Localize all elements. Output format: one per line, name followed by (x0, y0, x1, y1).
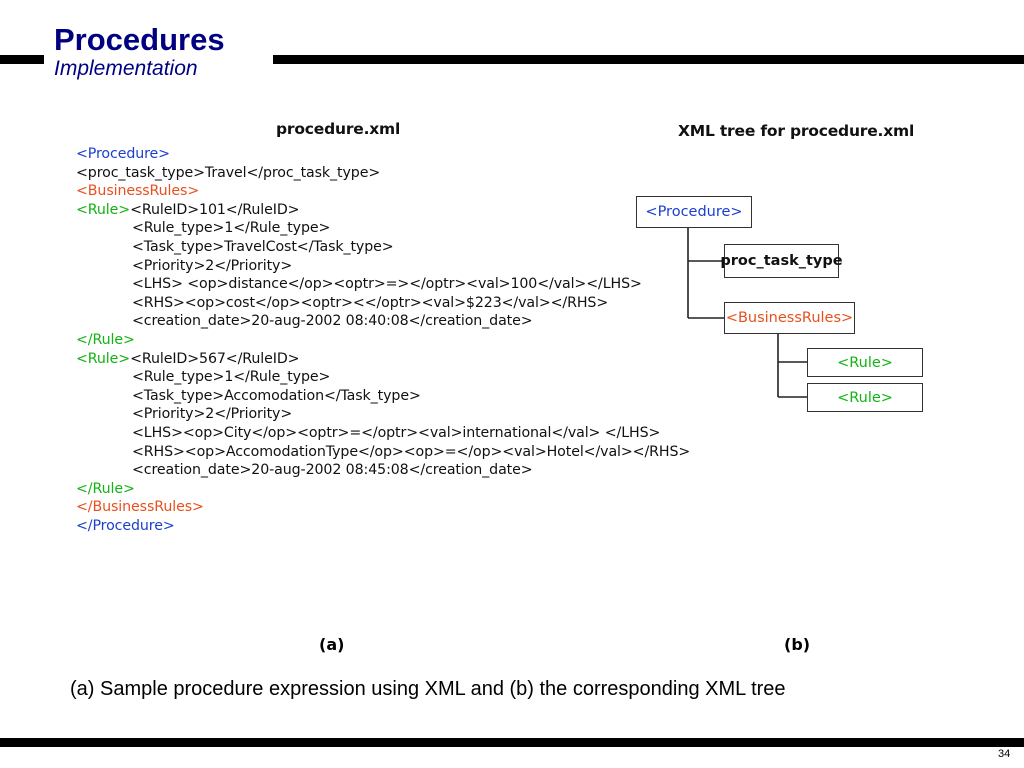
figure-caption: (a) Sample procedure expression using XM… (70, 678, 786, 700)
xml-line: <creation_date>20-aug-2002 08:40:08</cre… (76, 312, 690, 331)
xml-token: <Rule_type>1</Rule_type> (132, 369, 331, 386)
xml-line: <Task_type>TravelCost</Task_type> (76, 238, 690, 257)
xml-line: <Rule_type>1</Rule_type> (76, 368, 690, 387)
xml-line: <LHS> <op>distance</op><optr>=></optr><v… (76, 275, 690, 294)
xml-line: </Rule> (76, 480, 690, 499)
xml-token: </Rule> (76, 480, 135, 497)
xml-token: <Priority>2</Priority> (132, 257, 293, 274)
xml-line: <BusinessRules> (76, 182, 690, 201)
xml-line: <Rule><RuleID>567</RuleID> (76, 350, 690, 369)
xml-token: <creation_date>20-aug-2002 08:40:08</cre… (132, 313, 533, 330)
xml-line: </Procedure> (76, 517, 690, 536)
header-rule-right (273, 55, 1024, 64)
tree-node-proc-task-type: proc_task_type (720, 244, 843, 278)
xml-token: </Procedure> (76, 517, 175, 534)
xml-line: <RHS><op>cost</op><optr><</optr><val>$22… (76, 294, 690, 313)
tree-node-rule: <Rule> (807, 348, 923, 377)
xml-token: <RuleID>567</RuleID> (130, 350, 300, 367)
tree-node-procedure: <Procedure> (636, 196, 752, 228)
xml-token: <RHS><op>cost</op><optr><</optr><val>$22… (132, 294, 609, 311)
xml-token: <Rule> (76, 201, 131, 218)
xml-tree-heading: XML tree for procedure.xml (678, 122, 915, 140)
xml-token: <proc_task_type>Travel</proc_task_type> (76, 164, 381, 181)
xml-token: <LHS><op>City</op><optr>=</optr><val>int… (132, 424, 661, 441)
xml-token: <Task_type>TravelCost</Task_type> (132, 238, 394, 255)
xml-token: <Procedure> (76, 146, 170, 162)
xml-token: </BusinessRules> (76, 499, 204, 516)
tree-node-rule: <Rule> (807, 383, 923, 412)
xml-token: <BusinessRules> (76, 183, 200, 200)
xml-line: <LHS><op>City</op><optr>=</optr><val>int… (76, 424, 690, 443)
footer-rule (0, 738, 1024, 747)
xml-token: <Rule_type>1</Rule_type> (132, 220, 331, 237)
xml-line: <RHS><op>AccomodationType</op><op>=</op>… (76, 443, 690, 462)
xml-line: <Task_type>Accomodation</Task_type> (76, 387, 690, 406)
xml-token: <Task_type>Accomodation</Task_type> (132, 387, 421, 404)
page-number: 34 (998, 748, 1011, 760)
xml-line: <Procedure> (76, 145, 690, 164)
xml-line: <Rule><RuleID>101</RuleID> (76, 201, 690, 220)
slide-subtitle: Implementation (54, 57, 198, 80)
xml-listing-heading: procedure.xml (276, 120, 401, 138)
xml-line: </BusinessRules> (76, 498, 690, 517)
xml-token: <RuleID>101</RuleID> (130, 201, 300, 218)
xml-line: <Rule_type>1</Rule_type> (76, 219, 690, 238)
slide-title: Procedures (54, 22, 225, 57)
xml-line: <proc_task_type>Travel</proc_task_type> (76, 164, 690, 183)
xml-token: <Priority>2</Priority> (132, 406, 293, 423)
figure-label-b: (b) (784, 635, 811, 654)
xml-token: <Rule> (76, 350, 131, 367)
tree-node-business-rules: <BusinessRules> (724, 302, 855, 334)
xml-token: <creation_date>20-aug-2002 08:45:08</cre… (132, 462, 533, 479)
xml-token: </Rule> (76, 331, 135, 348)
xml-listing: <Procedure> <proc_task_type>Travel</proc_… (76, 145, 690, 535)
xml-line: <Priority>2</Priority> (76, 257, 690, 276)
xml-line: </Rule> (76, 331, 690, 350)
figure-label-a: (a) (319, 635, 345, 654)
xml-token: <LHS> <op>distance</op><optr>=></optr><v… (132, 276, 642, 293)
xml-token: <RHS><op>AccomodationType</op><op>=</op>… (132, 443, 691, 460)
xml-line: <Priority>2</Priority> (76, 405, 690, 424)
header-rule-left (0, 55, 44, 64)
xml-line: <creation_date>20-aug-2002 08:45:08</cre… (76, 461, 690, 480)
